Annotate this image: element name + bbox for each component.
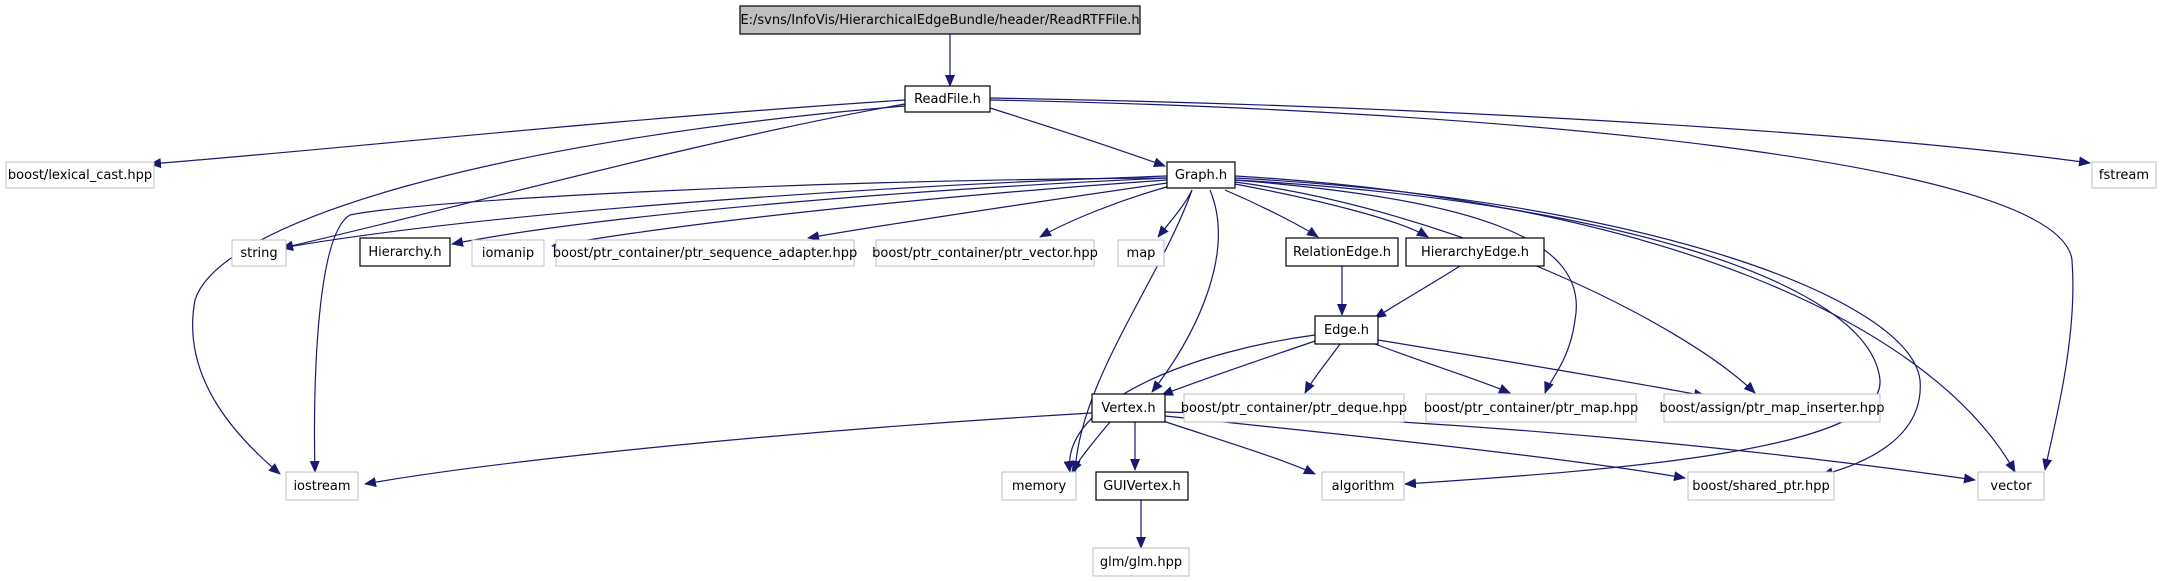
edge-edge-vertex	[1161, 339, 1319, 396]
node-ptr-map: boost/ptr_container/ptr_map.hpp	[1424, 393, 1639, 423]
edge-edge-mapinserter	[1377, 339, 1706, 399]
edge-readfile-fstream	[989, 97, 2091, 167]
node-ptr-deque: boost/ptr_container/ptr_deque.hpp	[1181, 393, 1407, 423]
edge-vertex-sharedptr	[1164, 415, 1686, 482]
node-lexical-cast: boost/lexical_cast.hpp	[5, 161, 155, 189]
edge-graph-hierarchy	[451, 177, 1168, 247]
edge-readfile-vector	[989, 99, 2074, 471]
node-fstream: fstream	[2091, 161, 2157, 189]
node-label: boost/ptr_container/ptr_sequence_adapter…	[553, 246, 857, 261]
node-label: E:/svns/InfoVis/HierarchicalEdgeBundle/h…	[740, 13, 1139, 28]
node-vector: vector	[1977, 471, 2045, 501]
node-graph[interactable]: Graph.h	[1166, 161, 1236, 189]
edge-graph-sharedptr	[1234, 177, 1921, 478]
node-label: map	[1127, 246, 1156, 261]
node-iostream: iostream	[285, 471, 359, 501]
node-label: fstream	[2099, 168, 2149, 183]
edge-edge-ptrmap	[1374, 343, 1511, 394]
node-iomanip: iomanip	[471, 239, 545, 267]
edge-vertex-iostream	[364, 412, 1093, 487]
node-label: GUIVertex.h	[1103, 479, 1181, 494]
node-label: boost/ptr_container/ptr_deque.hpp	[1181, 401, 1407, 416]
node-ptr-sequence-adapter: boost/ptr_container/ptr_sequence_adapter…	[553, 239, 857, 267]
node-guivertex[interactable]: GUIVertex.h	[1095, 471, 1189, 501]
node-vertex[interactable]: Vertex.h	[1091, 393, 1166, 423]
node-label: memory	[1012, 479, 1067, 494]
node-edge[interactable]: Edge.h	[1314, 315, 1379, 345]
edge-graph-hierarchyedge	[1234, 183, 1429, 238]
node-label: iostream	[293, 479, 350, 494]
node-hierarchyedge[interactable]: HierarchyEdge.h	[1405, 237, 1545, 267]
edge-edge-memory	[1063, 334, 1316, 473]
node-label: iomanip	[482, 246, 534, 261]
node-ptr-vector: boost/ptr_container/ptr_vector.hpp	[872, 239, 1098, 267]
node-hierarchy[interactable]: Hierarchy.h	[359, 237, 451, 267]
node-label: glm/glm.hpp	[1100, 555, 1182, 570]
edge-vertex-algorithm	[1159, 419, 1316, 475]
node-glm: glm/glm.hpp	[1092, 547, 1190, 577]
edge-readfile-iostream	[192, 105, 906, 475]
node-map: map	[1117, 239, 1165, 267]
node-label: ReadFile.h	[914, 92, 981, 107]
edge-hierarchyedge-edge	[1374, 265, 1461, 319]
node-algorithm: algorithm	[1321, 471, 1405, 501]
node-label: Edge.h	[1324, 323, 1369, 338]
node-label: HierarchyEdge.h	[1421, 245, 1529, 260]
edge-graph-ptrmap	[1234, 179, 1577, 394]
edge-edge-ptrdeque	[1304, 343, 1341, 394]
edge-graph-memory	[1070, 189, 1193, 473]
node-readfile[interactable]: ReadFile.h	[904, 85, 991, 113]
node-ptr-map-inserter: boost/assign/ptr_map_inserter.hpp	[1659, 393, 1885, 423]
node-label: Graph.h	[1175, 168, 1227, 183]
edge-vertex-memory	[1071, 421, 1111, 473]
edge-graph-vertex	[1151, 189, 1219, 393]
include-nodes: E:/svns/InfoVis/HierarchicalEdgeBundle/h…	[5, 5, 2157, 577]
node-label: boost/ptr_container/ptr_vector.hpp	[872, 246, 1098, 261]
include-edges	[149, 34, 2091, 549]
node-shared-ptr: boost/shared_ptr.hpp	[1687, 471, 1835, 501]
edge-graph-iomanip	[551, 179, 1168, 250]
edge-graph-vector	[1234, 175, 2016, 473]
node-label: boost/shared_ptr.hpp	[1692, 479, 1830, 494]
node-label: RelationEdge.h	[1293, 245, 1391, 260]
node-string: string	[231, 239, 287, 267]
node-label: boost/assign/ptr_map_inserter.hpp	[1659, 401, 1884, 416]
node-label: vector	[1990, 479, 2032, 494]
edge-graph-ptrvector	[1039, 185, 1171, 238]
node-memory: memory	[1001, 471, 1077, 501]
node-label: Hierarchy.h	[368, 245, 441, 260]
node-label: string	[240, 246, 277, 261]
node-label: Vertex.h	[1101, 401, 1155, 416]
edge-graph-seqadapter	[807, 182, 1168, 242]
node-root-readrtffile[interactable]: E:/svns/InfoVis/HierarchicalEdgeBundle/h…	[739, 5, 1141, 35]
edge-graph-relationedge	[1224, 189, 1319, 238]
edge-readfile-lexical	[149, 99, 906, 169]
node-label: algorithm	[1332, 479, 1395, 494]
edge-graph-string	[281, 175, 1168, 252]
edge-readfile-graph	[989, 107, 1166, 168]
edge-readfile-string	[281, 103, 906, 251]
edge-graph-mapinserter	[1234, 181, 1756, 394]
node-label: boost/ptr_container/ptr_map.hpp	[1424, 401, 1639, 416]
node-label: boost/lexical_cast.hpp	[8, 168, 152, 183]
edge-graph-iostream	[309, 177, 1168, 473]
node-relationedge[interactable]: RelationEdge.h	[1285, 237, 1399, 267]
